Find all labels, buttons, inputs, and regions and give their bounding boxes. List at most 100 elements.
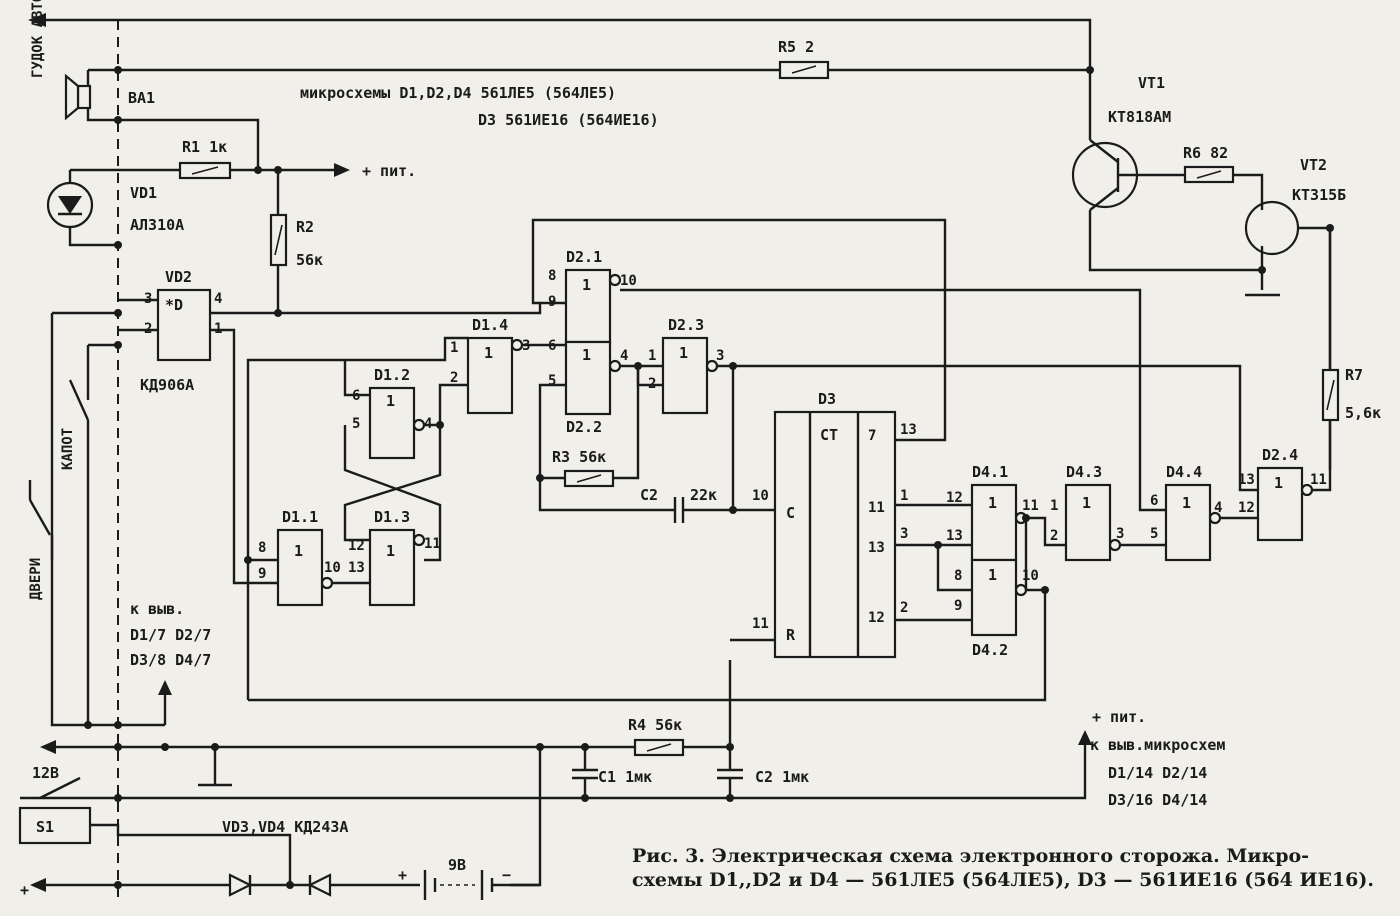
svg-text:11: 11 — [424, 536, 441, 552]
gate-d4-4 — [1164, 483, 1212, 562]
gate-d1-1 — [276, 528, 324, 607]
svg-text:13: 13 — [900, 422, 917, 438]
doors-label: ДВЕРИ — [28, 558, 44, 600]
r7-label: R7 — [1345, 366, 1363, 384]
svg-text:11: 11 — [868, 500, 885, 516]
gate-d4-4-label: D4.4 — [1166, 463, 1202, 481]
horn-ba1 — [76, 84, 92, 110]
gate-symbol: 1 — [484, 344, 493, 362]
chips-note-2: D3 561ИЕ16 (564ИЕ16) — [478, 111, 659, 129]
gate-symbol: 1 — [1082, 494, 1091, 512]
vt1-label: VT1 — [1138, 74, 1165, 92]
gate-d4-1 — [970, 483, 1018, 562]
svg-text:5: 5 — [352, 416, 360, 432]
svg-text:7: 7 — [868, 428, 876, 444]
switch-s1 — [39, 776, 81, 800]
counter-r-input: R — [786, 626, 796, 644]
svg-text:12: 12 — [946, 490, 963, 506]
counter-ct-label: CT — [820, 426, 838, 444]
svg-text:13: 13 — [868, 540, 885, 556]
figure-caption-line2: схемы D1,,D2 и D4 — 561ЛЕ5 (564ЛЕ5), D3 … — [632, 869, 1374, 891]
gate-d1-2-label: D1.2 — [374, 366, 410, 384]
gate-d2-4-label: D2.4 — [1262, 446, 1298, 464]
figure-caption-line1: Рис. 3. Электрическая схема электронного… — [632, 845, 1309, 867]
switch-s1-box — [18, 806, 92, 845]
svg-text:1: 1 — [214, 321, 222, 337]
svg-text:3: 3 — [1116, 526, 1124, 542]
battery-label: 9В — [448, 856, 466, 874]
svg-text:2: 2 — [1050, 528, 1058, 544]
kvyv-mc-label: к выв.микросхем — [1090, 736, 1225, 754]
kvyv-line1: D1/7 D2/7 — [130, 626, 211, 644]
svg-text:1: 1 — [450, 340, 458, 356]
gate-symbol: 1 — [582, 346, 591, 364]
gate-symbol: 1 — [988, 566, 997, 584]
svg-text:6: 6 — [1150, 493, 1158, 509]
gate-symbol: 1 — [988, 494, 997, 512]
r1-label: R1 1к — [182, 138, 227, 156]
svg-text:3: 3 — [716, 348, 724, 364]
gate-symbol: 1 — [582, 276, 591, 294]
svg-text:4: 4 — [1214, 500, 1222, 516]
r6-label: R6 82 — [1183, 144, 1228, 162]
svg-text:13: 13 — [1238, 472, 1255, 488]
counter-c-input: C — [786, 504, 795, 522]
power-top-label: + пит. — [362, 162, 416, 180]
svg-text:3: 3 — [900, 526, 908, 542]
svg-text:8: 8 — [258, 540, 266, 556]
arrow-left-icon — [28, 13, 46, 27]
gate-d2-2-label: D2.2 — [566, 418, 602, 436]
r5-label: R5 2 — [778, 38, 814, 56]
gate-d4-3-label: D4.3 — [1066, 463, 1102, 481]
arrow-up-icon — [1078, 730, 1092, 745]
svg-text:2: 2 — [648, 376, 656, 392]
gate-symbol: 1 — [679, 344, 688, 362]
diode-vd4 — [307, 873, 332, 897]
svg-text:5: 5 — [548, 373, 556, 389]
svg-text:4: 4 — [620, 348, 628, 364]
vt2-label: VT2 — [1300, 156, 1327, 174]
optocoupler-vd2 — [156, 288, 212, 362]
svg-text:9: 9 — [954, 598, 962, 614]
gate-symbol: 1 — [386, 392, 395, 410]
svg-text:1: 1 — [900, 488, 908, 504]
speaker-icon — [64, 73, 80, 121]
battery-plus: + — [398, 866, 407, 884]
r3-label: R3 56к — [552, 448, 606, 466]
gate-symbol: 1 — [386, 542, 395, 560]
svg-text:11: 11 — [1022, 498, 1039, 514]
battery-minus: − — [502, 866, 511, 884]
gate-d2-2 — [564, 340, 612, 416]
vd1-type: АЛ310А — [130, 216, 184, 234]
counter-d3-label: D3 — [818, 390, 836, 408]
mc-line2: D3/16 D4/14 — [1108, 791, 1207, 809]
gate-d1-4-label: D1.4 — [472, 316, 508, 334]
svg-text:2: 2 — [900, 600, 908, 616]
svg-text:12: 12 — [1238, 500, 1255, 516]
svg-text:1: 1 — [648, 348, 656, 364]
svg-text:6: 6 — [548, 338, 556, 354]
svg-text:9: 9 — [258, 566, 266, 582]
plus-left: + — [20, 881, 29, 899]
arrow-left-icon — [30, 878, 46, 892]
svg-text:1: 1 — [1050, 498, 1058, 514]
ba1-label: BA1 — [128, 89, 155, 107]
transistor-vt2 — [1244, 200, 1300, 256]
hood-switch — [68, 379, 90, 421]
svg-text:8: 8 — [548, 268, 556, 284]
v12-label: 12В — [32, 764, 59, 782]
c2-value: 22к — [690, 486, 717, 504]
svg-text:3: 3 — [522, 338, 530, 354]
svg-text:10: 10 — [324, 560, 341, 576]
arrow-right-icon — [334, 163, 350, 177]
gate-d2-3 — [661, 336, 709, 415]
svg-text:5: 5 — [1150, 526, 1158, 542]
r7-value: 5,6к — [1345, 404, 1381, 422]
vd2-type: КД906А — [140, 376, 194, 394]
vd2-label: VD2 — [165, 268, 192, 286]
gate-symbol: 1 — [1274, 474, 1283, 492]
svg-text:4: 4 — [214, 291, 222, 307]
wire-top — [40, 18, 1092, 140]
gate-d4-3 — [1064, 483, 1112, 562]
